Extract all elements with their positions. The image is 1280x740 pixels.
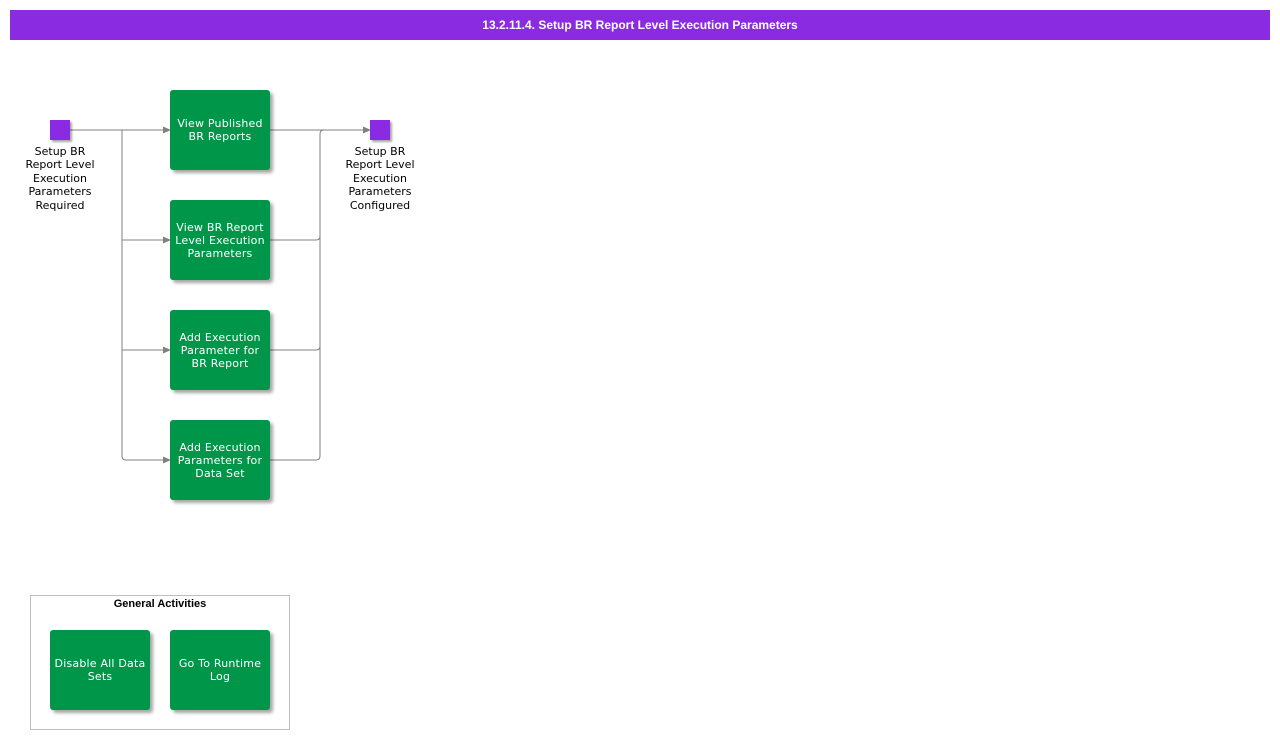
activity-go-to-runtime-log[interactable]: Go To Runtime Log xyxy=(170,630,270,710)
activity-view-published-br-reports[interactable]: View Published BR Reports xyxy=(170,90,270,170)
activity-disable-all-data-sets[interactable]: Disable All Data Sets xyxy=(50,630,150,710)
activity-add-execution-parameters-for-data-set[interactable]: Add Execution Parameters for Data Set xyxy=(170,420,270,500)
connector-from-activity-2 xyxy=(270,129,325,241)
activity-add-execution-parameter-for-br-report[interactable]: Add Execution Parameter for BR Report xyxy=(170,310,270,390)
activity-label: View BR Report Level Execution Parameter… xyxy=(175,220,265,260)
activity-label: Disable All Data Sets xyxy=(54,657,146,683)
start-event xyxy=(50,120,70,140)
activity-view-br-report-level-execution-parameters[interactable]: View BR Report Level Execution Parameter… xyxy=(170,200,270,280)
general-activities-group xyxy=(30,595,290,730)
end-event-label: Setup BR Report Level Execution Paramete… xyxy=(345,145,415,212)
activity-label: Add Execution Parameters for Data Set xyxy=(177,440,263,480)
activity-label: View Published BR Reports xyxy=(177,117,263,143)
activity-label: Go To Runtime Log xyxy=(178,657,262,683)
start-event-label: Setup BR Report Level Execution Paramete… xyxy=(25,145,95,212)
general-activities-title: General Activities xyxy=(113,598,207,610)
connector-start-split xyxy=(70,129,171,464)
connector-from-activity-3 xyxy=(270,134,321,351)
activity-label: Add Execution Parameter for BR Report xyxy=(179,330,261,370)
end-event xyxy=(370,120,390,140)
diagram-title: 13.2.11.4. Setup BR Report Level Executi… xyxy=(10,10,1270,40)
connector-from-activity-4 xyxy=(270,134,321,461)
